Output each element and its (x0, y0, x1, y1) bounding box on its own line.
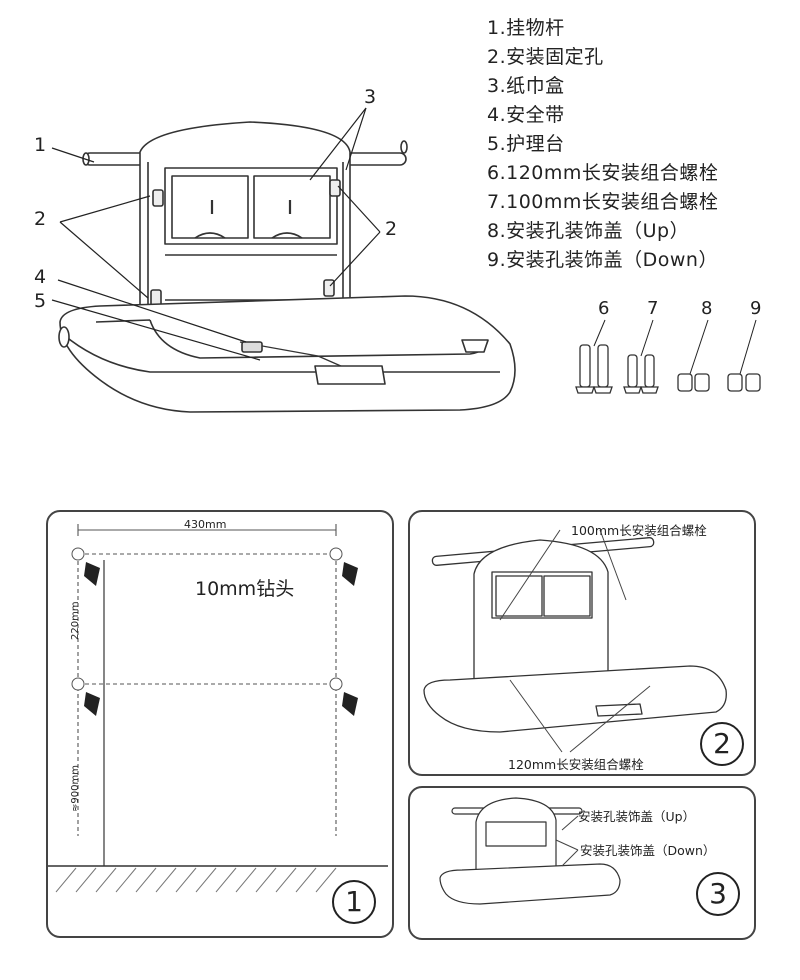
callout-1: 1 (34, 134, 47, 156)
legend-item: 4.安全带 (487, 104, 565, 126)
legend-item: 5.护理台 (487, 133, 565, 155)
step-number-2: 2 (700, 722, 744, 766)
step-number-3: 3 (696, 872, 740, 916)
callout-2-left: 2 (34, 208, 47, 230)
bolt-120mm-label: 120mm长安装组合螺栓 (508, 757, 644, 772)
part-9-label: 9 (750, 298, 762, 319)
part-7-label: 7 (647, 298, 659, 319)
parts-legend: 1.挂物杆 2.安装固定孔 3.纸巾盒 4.安全带 5.护理台 6.120mm长… (487, 14, 787, 275)
callout-2-right: 2 (385, 218, 398, 240)
legend-item: 7.100mm长安装组合螺栓 (487, 191, 719, 213)
cap-up-label: 安装孔装饰盖（Up） (578, 809, 696, 824)
cap-down-label: 安装孔装饰盖（Down） (580, 843, 716, 858)
legend-item: 3.纸巾盒 (487, 75, 565, 97)
legend-item: 1.挂物杆 (487, 17, 565, 39)
width-dimension-label: 430mm (184, 518, 227, 531)
callout-4: 4 (34, 266, 47, 288)
legend-item: 6.120mm长安装组合螺栓 (487, 162, 719, 184)
part-6-label: 6 (598, 298, 610, 319)
legend-item: 8.安装孔装饰盖（Up） (487, 220, 690, 242)
part-8-label: 8 (701, 298, 713, 319)
callout-5: 5 (34, 290, 47, 312)
step-number-1: 1 (332, 880, 376, 924)
callout-3: 3 (364, 86, 377, 108)
bolt-100mm-label: 100mm长安装组合螺栓 (571, 523, 707, 538)
legend-item: 2.安装固定孔 (487, 46, 604, 68)
drill-bit-label: 10mm钻头 (195, 578, 295, 600)
legend-item: 9.安装孔装饰盖（Down） (487, 249, 718, 271)
